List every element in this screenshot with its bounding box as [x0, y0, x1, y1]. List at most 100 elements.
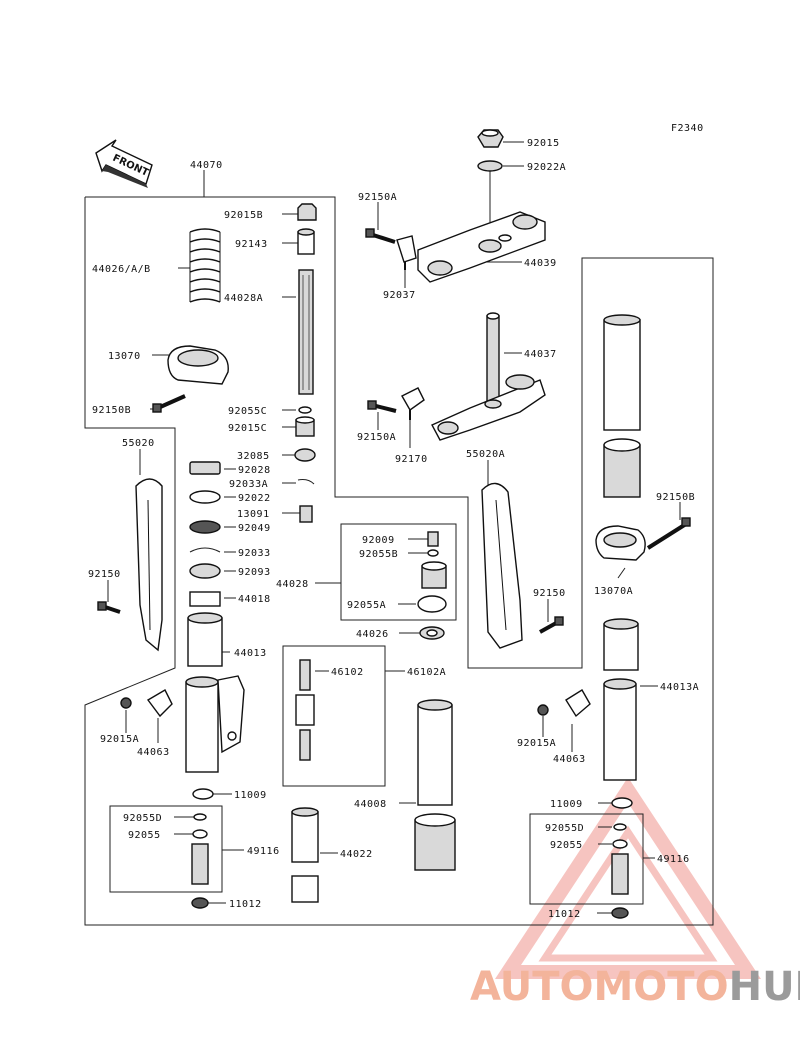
label-11009-right: 11009	[550, 799, 583, 810]
label-11012-right: 11012	[548, 909, 581, 920]
part-44013-inner-tube	[187, 612, 223, 667]
svg-text:AUTOMOTOHUB: AUTOMOTOHUB	[470, 964, 800, 1010]
label-92015b: 92015B	[224, 210, 263, 221]
part-92143-collar	[297, 228, 315, 255]
box-49116-right	[529, 813, 644, 905]
parts	[97, 129, 691, 919]
label-44063-left: 44063	[137, 747, 170, 758]
part-49116-valve-left	[191, 843, 209, 885]
part-55020a-fork-guard	[481, 482, 523, 649]
label-92055-left: 92055	[128, 830, 161, 841]
part-44022-cylinder	[291, 807, 319, 903]
part-92037-bracket	[396, 235, 417, 270]
label-92022: 92022	[238, 493, 271, 504]
label-92150b-right: 92150B	[656, 492, 695, 503]
box-44028	[340, 523, 457, 621]
label-49116-right: 49116	[657, 854, 690, 865]
part-92028-bushing	[189, 461, 221, 475]
part-44026-washer	[419, 626, 445, 640]
label-92009: 92009	[362, 535, 395, 546]
label-92015a-left: 92015A	[100, 734, 139, 745]
part-right-upper-tube	[603, 314, 641, 498]
part-92150a-bolt-mid	[367, 400, 397, 413]
label-92015: 92015	[527, 138, 560, 149]
label-92150a-top: 92150A	[358, 192, 397, 203]
part-44018-bushing	[189, 591, 221, 607]
watermark-part1: AUTOMOTO	[470, 964, 729, 1010]
label-92015c: 92015C	[228, 423, 267, 434]
label-44022: 44022	[340, 849, 373, 860]
part-92150b-bolt-left	[152, 394, 186, 413]
front-arrow-icon: FRONT	[95, 139, 153, 188]
part-92055d-oring-left	[193, 813, 207, 821]
part-92055c-oring	[298, 406, 312, 414]
part-92150-bolt-left	[97, 601, 121, 614]
label-49116-left: 49116	[247, 846, 280, 857]
label-44018: 44018	[238, 594, 271, 605]
part-44063-axle-clamp-left	[146, 689, 173, 718]
label-92150a-mid: 92150A	[357, 432, 396, 443]
label-92049: 92049	[238, 523, 271, 534]
part-92033a-clip	[297, 479, 315, 485]
part-92049-seal	[189, 520, 221, 534]
label-92015a-right: 92015A	[517, 738, 556, 749]
label-44063-right: 44063	[553, 754, 586, 765]
part-13091-bolt	[299, 505, 313, 523]
part-32085-cap	[294, 448, 316, 462]
part-92055b-oring	[427, 549, 439, 557]
label-13091: 13091	[237, 509, 270, 520]
label-92028: 92028	[238, 465, 271, 476]
label-92170: 92170	[395, 454, 428, 465]
label-44008: 44008	[354, 799, 387, 810]
label-92033a: 92033A	[229, 479, 268, 490]
part-92170-clamp	[401, 387, 425, 420]
part-44013a-inner-tube	[603, 618, 639, 671]
label-92055-right: 92055	[550, 840, 583, 851]
part-92022-washer	[189, 490, 221, 504]
part-44037-stem-lower-clamp	[431, 312, 546, 441]
part-92015a-nut-right	[537, 704, 549, 716]
leader-lines	[107, 141, 681, 914]
label-92055d-right: 92055D	[545, 823, 584, 834]
box-46102	[282, 645, 386, 787]
label-44028a: 44028A	[224, 293, 263, 304]
part-55020-fork-guard	[135, 478, 163, 652]
part-outer-tube-left	[185, 675, 245, 773]
part-92015c-nut	[295, 416, 315, 437]
label-44037: 44037	[524, 349, 557, 360]
label-55020: 55020	[122, 438, 155, 449]
label-32085: 32085	[237, 451, 270, 462]
part-44063-axle-clamp-right	[565, 689, 591, 718]
part-13070-clamp	[167, 345, 229, 385]
part-44039-upper-clamp	[417, 211, 546, 283]
part-44008-tube	[414, 699, 456, 871]
label-44013a: 44013A	[660, 682, 699, 693]
watermark-part2: HUB	[729, 964, 800, 1010]
part-11012-nut-left	[191, 897, 209, 909]
figure-code: F2340	[671, 123, 704, 134]
label-55020a: 55020A	[466, 449, 505, 460]
part-92093-seal	[189, 563, 221, 579]
label-92055b: 92055B	[359, 549, 398, 560]
part-44026-spring	[189, 228, 221, 303]
label-44026: 44026	[356, 629, 389, 640]
label-11009-left: 11009	[234, 790, 267, 801]
label-92093: 92093	[238, 567, 271, 578]
label-92055d-left: 92055D	[123, 813, 162, 824]
part-92015b-nut	[297, 203, 317, 221]
part-46102-valve	[295, 659, 315, 761]
part-outer-tube-right	[603, 678, 637, 781]
part-92150-bolt-right	[539, 616, 564, 634]
label-92143: 92143	[235, 239, 268, 250]
label-92150b-left: 92150B	[92, 405, 131, 416]
part-13070a-clamp	[595, 525, 646, 561]
part-92015-nut	[477, 129, 504, 148]
label-46102: 46102	[331, 667, 364, 678]
assembly-boundaries	[84, 196, 714, 926]
label-44013: 44013	[234, 648, 267, 659]
part-11009-gasket-right	[611, 797, 633, 809]
label-92055a: 92055A	[347, 600, 386, 611]
part-92009-screw	[427, 531, 439, 547]
label-13070: 13070	[108, 351, 141, 362]
